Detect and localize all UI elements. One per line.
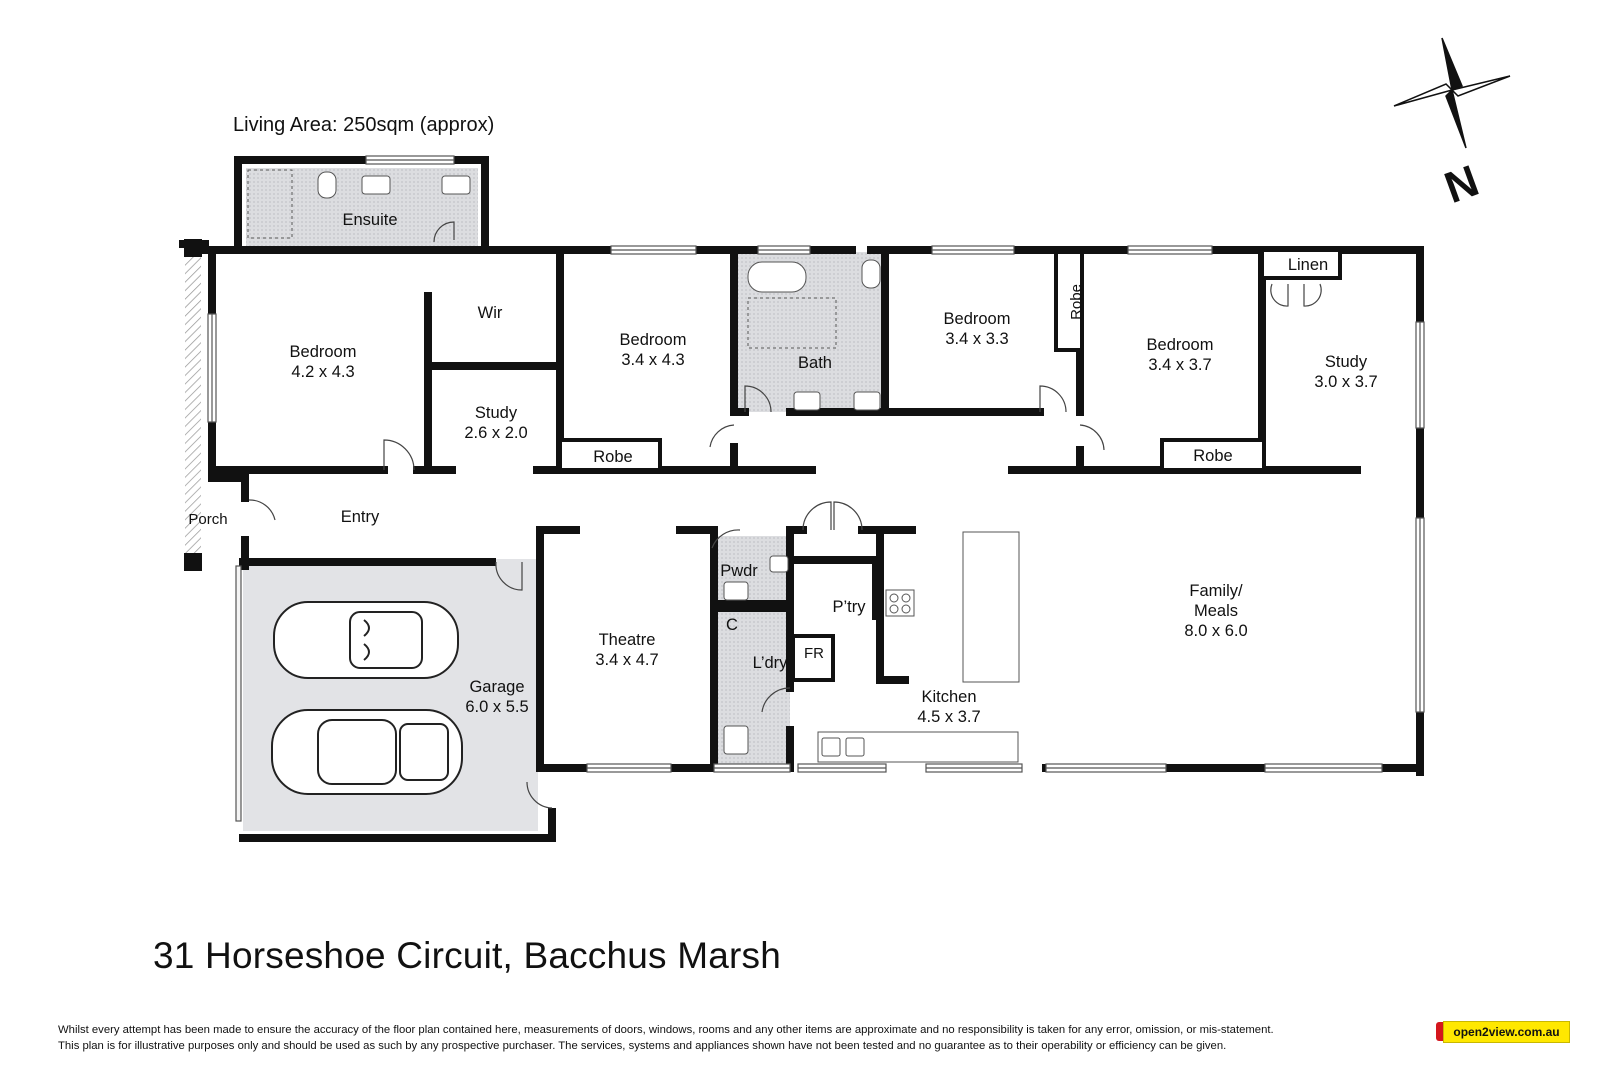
label-study-left: Study: [475, 404, 518, 422]
living-area-label: Living Area: 250sqm (approx): [233, 114, 495, 136]
label-kitchen-size: 4.5 x 3.7: [917, 708, 980, 726]
label-theatre-size: 3.4 x 4.7: [595, 651, 658, 669]
disclaimer-line-2: This plan is for illustrative purposes o…: [58, 1040, 1227, 1052]
car-icon-2: [271, 709, 463, 795]
disclaimer: Whilst every attempt has been made to en…: [58, 1022, 1418, 1054]
brand-link[interactable]: open2view.com.au: [1443, 1021, 1570, 1043]
label-pantry: P’try: [833, 598, 867, 616]
label-robe-vertical: Robe: [1068, 284, 1085, 320]
label-bed4: Bedroom: [1147, 336, 1214, 354]
label-study-right: Study: [1325, 353, 1368, 371]
label-garage-size: 6.0 x 5.5: [465, 698, 528, 716]
label-bed1: Bedroom: [290, 343, 357, 361]
address-title: 31 Horseshoe Circuit, Bacchus Marsh: [153, 935, 782, 976]
label-ensuite: Ensuite: [342, 211, 397, 229]
label-garage: Garage: [469, 678, 524, 696]
car-icon: [273, 601, 459, 679]
label-c: C: [726, 616, 738, 634]
room-labels: Ensuite Wir Bedroom 4.2 x 4.3 Bedroom 3.…: [188, 211, 1377, 726]
label-entry: Entry: [341, 508, 380, 526]
label-bed3-size: 3.4 x 3.3: [945, 330, 1008, 348]
label-robe-right: Robe: [1193, 447, 1232, 465]
label-kitchen: Kitchen: [921, 688, 976, 706]
label-study-right-size: 3.0 x 3.7: [1314, 373, 1377, 391]
label-bed2: Bedroom: [620, 331, 687, 349]
label-study-left-size: 2.6 x 2.0: [464, 424, 527, 442]
porch-floor: [185, 255, 201, 555]
label-robe-left: Robe: [593, 448, 632, 466]
porch-post-top: [184, 239, 202, 257]
fixtures: [247, 169, 1342, 763]
label-linen: Linen: [1288, 256, 1328, 274]
label-bed4-size: 3.4 x 3.7: [1148, 356, 1211, 374]
label-wir: Wir: [478, 304, 503, 322]
label-bed1-size: 4.2 x 4.3: [291, 363, 354, 381]
label-pwdr: Pwdr: [720, 562, 758, 580]
label-fr: FR: [804, 645, 824, 662]
label-bed3: Bedroom: [944, 310, 1011, 328]
compass-icon: [1393, 37, 1511, 149]
label-bath: Bath: [798, 354, 832, 372]
label-bed2-size: 3.4 x 4.3: [621, 351, 684, 369]
label-family-size: 8.0 x 6.0: [1184, 622, 1247, 640]
label-porch: Porch: [188, 511, 227, 528]
label-laundry: L’dry: [753, 654, 789, 672]
windows: [207, 155, 1425, 822]
disclaimer-line-1: Whilst every attempt has been made to en…: [58, 1024, 1274, 1036]
label-theatre: Theatre: [599, 631, 656, 649]
label-meals: Meals: [1194, 602, 1238, 620]
porch-post: [184, 553, 202, 571]
label-family: Family/: [1189, 582, 1243, 600]
